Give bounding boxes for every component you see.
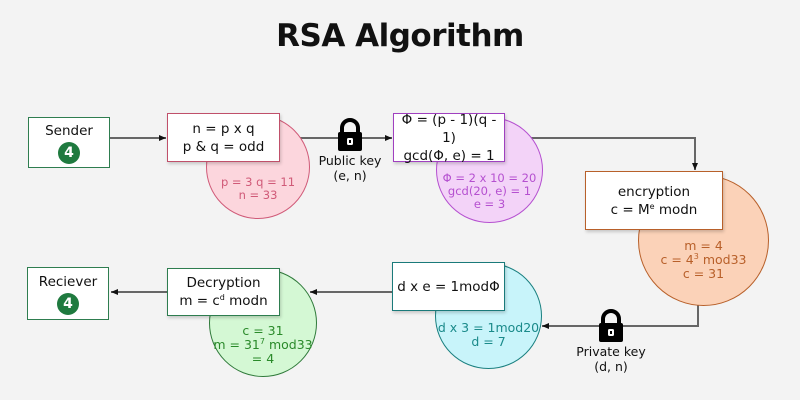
keygen-formula: n = p x q [192,120,255,137]
private-exponent-formula: d x e = 1modΦ [397,278,500,295]
encryption-example-result: c = 31 [682,266,725,281]
phi-example-line: Φ = 2 x 10 = 20 [442,171,537,185]
private-exponent-example-line: d = 7 [471,334,506,349]
private-key-label: Private key [576,344,646,359]
keygen-formula: p & q = odd [182,138,265,155]
private-key-value: (d, n) [594,359,628,374]
private-exponent-example-line: d x 3 = 1mod20 [437,320,540,335]
keygen-box: n = p x q p & q = odd [167,113,280,162]
sender-label: Sender [45,122,93,139]
public-key: Public key (e, n) [319,118,381,188]
receiver-label: Reciever [38,273,98,290]
phi-example-line: gcd(20, e) = 1 [447,184,532,198]
base: m = c [179,293,220,309]
decryption-formula: m = cd modn [179,292,267,310]
modulus: mod33 [698,252,747,267]
diagram-title: RSA Algorithm [276,18,524,54]
lock-icon [599,309,623,342]
keygen-example-line: n = 33 [238,188,278,202]
receiver-message-badge: 4 [57,292,79,315]
private-exponent-box: d x e = 1modΦ [392,262,505,311]
modulus: modn [224,293,268,309]
arrow-phi-to-encryption [530,137,698,170]
decryption-example-computation: m = 317 mod33 [210,338,316,352]
encryption-formula: c = Me modn [611,201,698,219]
decryption-example-result: = 4 [251,351,275,366]
base: m = 31 [213,337,260,352]
base: c = 4 [660,252,694,267]
private-key: Private key (d, n) [576,309,646,379]
sender-message-badge: 4 [58,141,80,164]
lock-icon [338,118,362,151]
phi-example-line: e = 3 [473,197,506,211]
encryption-example-message: m = 4 [684,238,723,253]
base: c = M [610,201,650,218]
exponent: 7 [259,337,265,346]
phi-gcd-condition: gcd(Φ, e) = 1 [403,147,495,164]
decryption-title: Decryption [186,275,261,291]
keygen-example-line: p = 3 q = 11 [220,175,296,189]
decryption-box: Decryption m = cd modn [167,268,280,316]
public-key-label: Public key [318,153,382,168]
exponent: e [649,201,655,211]
modulus: modn [654,201,698,218]
exponent: d [219,293,225,302]
arrow-encryption-to-private [542,300,699,329]
public-key-value: (e, n) [333,168,367,183]
modulus: mod33 [264,337,313,352]
receiver-box: Reciever 4 [27,267,109,320]
exponent: 3 [693,252,699,261]
sender-box: Sender 4 [28,117,110,168]
phi-box: Φ = (p - 1)(q - 1) gcd(Φ, e) = 1 [393,111,505,164]
encryption-box: encryption c = Me modn [585,171,723,230]
phi-formula: Φ = (p - 1)(q - 1) [401,111,497,146]
decryption-example-cipher: c = 31 [242,323,284,338]
encryption-title: encryption [617,183,691,200]
encryption-example-computation: c = 43 mod33 [639,253,768,267]
